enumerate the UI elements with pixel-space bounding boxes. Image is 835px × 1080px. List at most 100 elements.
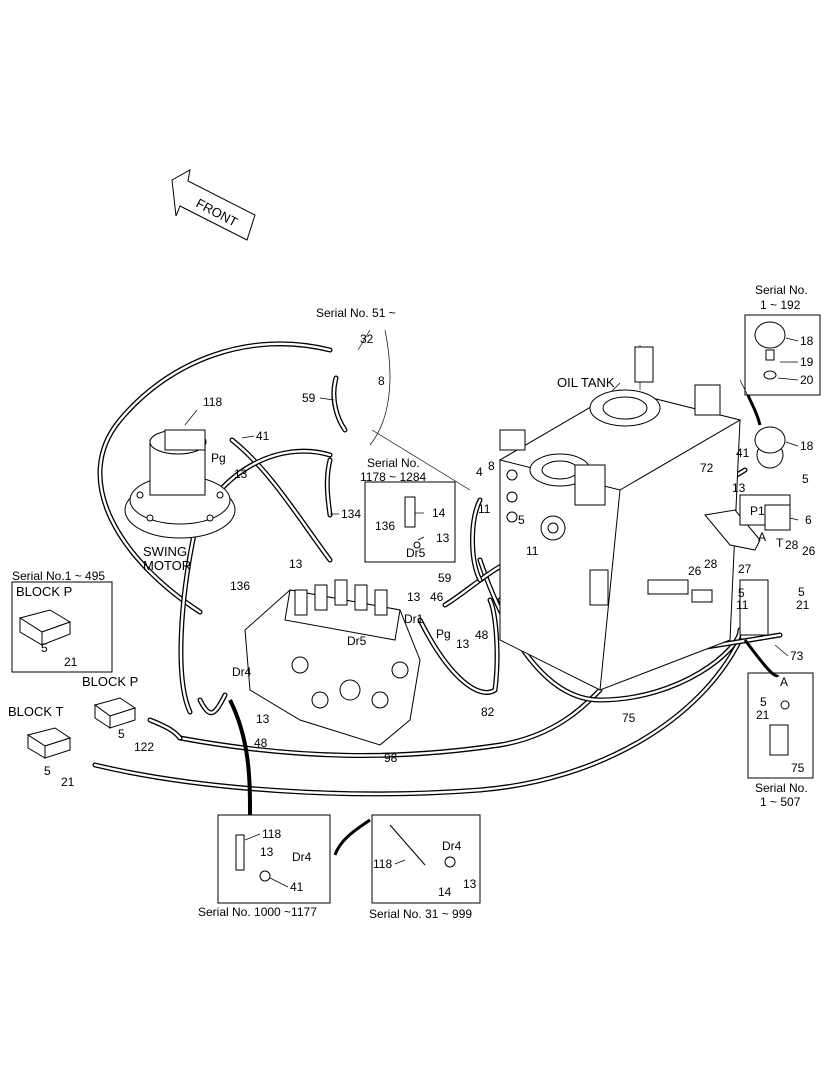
- callout-leaders: [184, 337, 799, 888]
- callout: 18: [800, 439, 814, 453]
- callout: Pg: [436, 627, 451, 641]
- callout: Dr5: [406, 546, 426, 560]
- serial-1-192-a: Serial No.: [755, 283, 808, 297]
- callout: 5: [118, 727, 125, 741]
- callout: A: [758, 530, 766, 544]
- callout: 136: [375, 519, 395, 533]
- callout: 13: [407, 590, 421, 604]
- callout: 75: [791, 761, 805, 775]
- serial-1-507-a: Serial No.: [755, 781, 808, 795]
- leader-curve-1-192: [746, 394, 762, 426]
- callout: 6: [805, 513, 812, 527]
- accumulator-top: [754, 321, 786, 380]
- bracket-assembly: [704, 441, 791, 636]
- callout: 26: [688, 564, 702, 578]
- callout: 13: [234, 467, 248, 481]
- callout: 59: [438, 571, 452, 585]
- callout: 11: [736, 598, 749, 612]
- callout: 21: [756, 708, 770, 722]
- callout: 21: [796, 598, 810, 612]
- callout: Dr5: [347, 634, 367, 648]
- serial-1-507-box: [747, 672, 814, 779]
- callout: 18: [800, 334, 814, 348]
- callout: 4: [476, 465, 483, 479]
- callout: Dr4: [292, 850, 312, 864]
- leader-curve-1-507: [743, 639, 780, 678]
- callout: 5: [41, 641, 48, 655]
- callout: 118: [373, 857, 392, 871]
- label-oil-tank: OIL TANK: [557, 375, 615, 390]
- callout: A: [780, 675, 788, 689]
- serial-1-192-b: 1 ~ 192: [760, 298, 801, 312]
- callout: 21: [61, 775, 75, 789]
- callout: 59: [302, 391, 316, 405]
- label-block-p-2: BLOCK P: [82, 674, 138, 689]
- callout: 118: [203, 395, 222, 409]
- block-p-mid: [93, 697, 137, 729]
- serial-1-495: Serial No.1 ~ 495: [12, 569, 105, 583]
- leader-curve-31: [333, 818, 371, 856]
- callout: 11: [526, 544, 539, 558]
- callout: 5: [760, 695, 767, 709]
- callout: 75: [622, 711, 636, 725]
- callout: Pg: [211, 451, 226, 465]
- serial-31-box: [371, 814, 481, 904]
- leader-curve-1000: [228, 699, 252, 816]
- callout: 41: [736, 446, 750, 460]
- serial-51-arc: [369, 329, 391, 446]
- callout: 13: [289, 557, 303, 571]
- callout: 134: [341, 507, 361, 521]
- callout: 72: [700, 461, 714, 475]
- callout: 82: [481, 705, 495, 719]
- callout: 5: [518, 513, 525, 527]
- callout: 14: [432, 506, 446, 520]
- block-p-top: [18, 609, 72, 646]
- oil-tank: [498, 346, 742, 691]
- callout: 48: [475, 628, 489, 642]
- callout: 8: [378, 374, 385, 388]
- callout: 5: [802, 472, 809, 486]
- callout: 5: [738, 586, 745, 600]
- serial-1-507-b: 1 ~ 507: [760, 795, 801, 809]
- serial-1000-box: [217, 814, 331, 904]
- front-arrow-icon: FRONT: [171, 169, 256, 241]
- serial-1178-box: [364, 481, 456, 563]
- callout: Dr1: [404, 612, 424, 626]
- callout: 13: [732, 481, 746, 495]
- callout-numbers: 32 8 59 118 41 Pg 13 134 136 14 13 Dr5 1…: [41, 332, 816, 899]
- callout: 11: [478, 502, 491, 516]
- callout: 5: [44, 764, 51, 778]
- serial-31-999: Serial No. 31 ~ 999: [369, 907, 472, 921]
- serial-51: Serial No. 51 ~: [316, 306, 396, 320]
- callout: 46: [430, 590, 444, 604]
- callout: 13: [463, 877, 477, 891]
- label-block-t: BLOCK T: [8, 704, 63, 719]
- callout: 122: [134, 740, 154, 754]
- callout: 41: [256, 429, 270, 443]
- callout: 8: [488, 459, 495, 473]
- callout: T: [776, 536, 784, 550]
- serial-1178-b: 1178 ~ 1284: [360, 470, 427, 484]
- block-t: [26, 727, 72, 759]
- callout: 26: [802, 544, 816, 558]
- callout: 27: [738, 562, 752, 576]
- label-swing-motor-1: SWING: [143, 544, 187, 559]
- callout: 28: [704, 557, 718, 571]
- label-block-p-1: BLOCK P: [16, 584, 72, 599]
- callout: 13: [260, 845, 274, 859]
- callout: 21: [64, 655, 78, 669]
- swing-motor: [124, 429, 236, 539]
- callout: 136: [230, 579, 250, 593]
- serial-1000-1177: Serial No. 1000 ~1177: [198, 905, 317, 919]
- control-valve: [244, 579, 421, 746]
- callout: 13: [436, 531, 450, 545]
- callout: 19: [800, 355, 814, 369]
- callout: 5: [798, 585, 805, 599]
- callout: Dr4: [232, 665, 252, 679]
- callout: 98: [384, 751, 398, 765]
- callout: 118: [262, 827, 281, 841]
- callout: Dr4: [442, 839, 462, 853]
- serial-1-192-box: [744, 314, 821, 396]
